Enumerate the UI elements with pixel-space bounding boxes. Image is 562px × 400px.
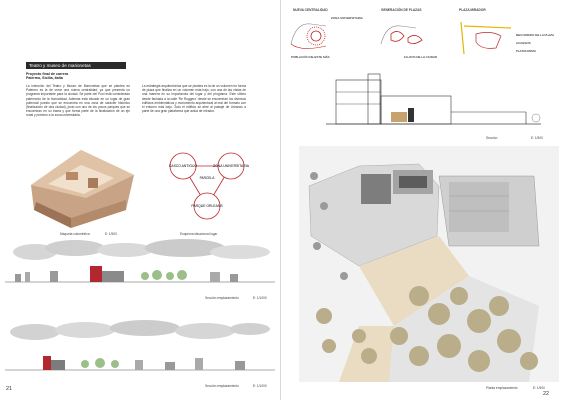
note-1: ZONA UNIVERSITARIA [331, 16, 363, 20]
concept-diagrams: ZONA UNIVERSITARIA POBLACIÓN DE ESTE MÁS… [290, 16, 554, 59]
diagram-title-1: NUEVA CENTRALIDAD [293, 8, 328, 12]
caption-plan-scale: E: 1/500 [533, 386, 545, 390]
caption-section-2-scale: E: 1/1000 [253, 384, 267, 388]
paragraph-left: La intención del Teatro y Museo de Mario… [26, 84, 130, 118]
site-plan [299, 146, 559, 382]
diagram-title-2: GENERACIÓN DE PLAZAS [381, 8, 422, 12]
caption-section-scale: E: 1/500 [531, 136, 543, 140]
right-page: NUEVA CENTRALIDAD GENERACIÓN DE PLAZAS P… [281, 0, 562, 400]
subtitle-line-2: Palermo, Sicilia, Italia [26, 76, 63, 81]
situation-diagram: CASCO ANTIGUO ZONA UNIVERSITARIA PARQUE … [169, 152, 250, 220]
site-section-1 [5, 239, 275, 283]
building-section [326, 73, 541, 125]
paragraph-right: La estrategia arquitectónica que se plan… [142, 84, 246, 114]
page-number-left: 21 [6, 386, 13, 392]
node-parque: PARQUE ORLEANS [191, 204, 223, 208]
caption-model: Maqueta volumétrica [60, 232, 90, 236]
caption-section-1: Sección emplazamiento [205, 296, 239, 300]
site-section-2 [5, 320, 275, 371]
caption-section: Sección [486, 136, 498, 140]
node-casco: CASCO ANTIGUO [169, 164, 198, 168]
section-title: Teatro y museo de marionetas [26, 62, 126, 69]
note-4: RECORRIDO DE LA PLAZA [516, 33, 554, 37]
note-3: FLUJOS DE LA CIUDAD [404, 55, 438, 59]
node-parcela: PARCELA [200, 176, 216, 180]
note-6: PLATAFORMA [516, 49, 536, 53]
left-page: Teatro y museo de marionetas Proyecto fi… [5, 0, 281, 400]
caption-diagram: Esquema situacional lugar [180, 232, 218, 236]
caption-plan: Planta emplazamiento [486, 386, 518, 390]
caption-model-scale: E: 1/500 [105, 232, 117, 236]
caption-section-1-scale: E: 1/1000 [253, 296, 267, 300]
diagram-title-3: PLAZA MIRADOR [459, 8, 486, 12]
model-image [31, 150, 134, 228]
caption-section-2: Sección emplazamiento [205, 384, 239, 388]
note-2: POBLACIÓN DE ESTE MÁS [291, 54, 330, 59]
project-subtitle: Proyecto final de carrera Palermo, Sicil… [26, 72, 68, 81]
subtitle-line-1: Proyecto final de carrera [26, 72, 69, 76]
note-5: ACCESOS [516, 41, 531, 45]
node-zona: ZONA UNIVERSITARIA [213, 164, 250, 168]
page-number-right: 22 [543, 391, 550, 397]
